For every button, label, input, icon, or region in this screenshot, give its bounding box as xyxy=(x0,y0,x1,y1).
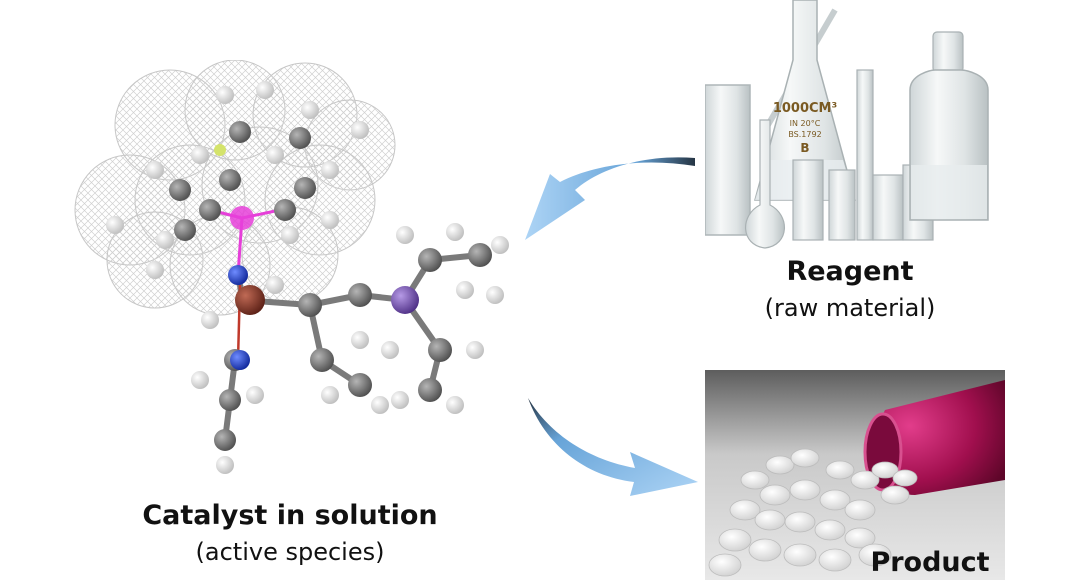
flask-label-temp: IN 20°C xyxy=(790,119,821,128)
catalyst-molecule xyxy=(74,60,509,474)
reagent-glassware-image: 1000CM³ IN 20°C BS.1792 B xyxy=(705,0,1000,250)
small-beaker-1 xyxy=(792,159,824,241)
metal-center-atom xyxy=(235,285,265,315)
flask-label-standard: BS.1792 xyxy=(788,130,821,139)
pills xyxy=(708,448,918,577)
carbon-atoms xyxy=(169,121,492,451)
catalyst-subtitle: (active species) xyxy=(195,538,385,566)
reagent-subtitle: (raw material) xyxy=(764,294,936,322)
nitrogen-atom-lower xyxy=(230,350,250,370)
product-title: Product xyxy=(870,547,990,578)
halide-atom xyxy=(214,144,226,156)
small-beaker-3 xyxy=(872,174,904,241)
molecule-illustration xyxy=(60,60,530,500)
hydrogen-atoms xyxy=(106,81,509,474)
small-beaker-2 xyxy=(828,169,856,241)
flask-label-class: B xyxy=(800,141,809,155)
arrow-catalyst-to-product xyxy=(520,390,710,500)
graduated-cylinder xyxy=(856,69,874,241)
volumetric-flask xyxy=(745,119,785,249)
reagent-bottle xyxy=(909,31,989,221)
flask-label-volume: 1000CM³ xyxy=(773,101,837,116)
catalyst-title: Catalyst in solution xyxy=(142,500,438,531)
phosphorus-atom xyxy=(391,286,419,314)
beaker-left xyxy=(705,84,751,236)
nitrogen-atom-upper xyxy=(228,265,248,285)
arrow-reagent-to-catalyst xyxy=(515,150,705,250)
product-pills-image xyxy=(705,370,1005,580)
central-metal-atom xyxy=(230,206,254,230)
reagent-title: Reagent xyxy=(786,256,914,287)
